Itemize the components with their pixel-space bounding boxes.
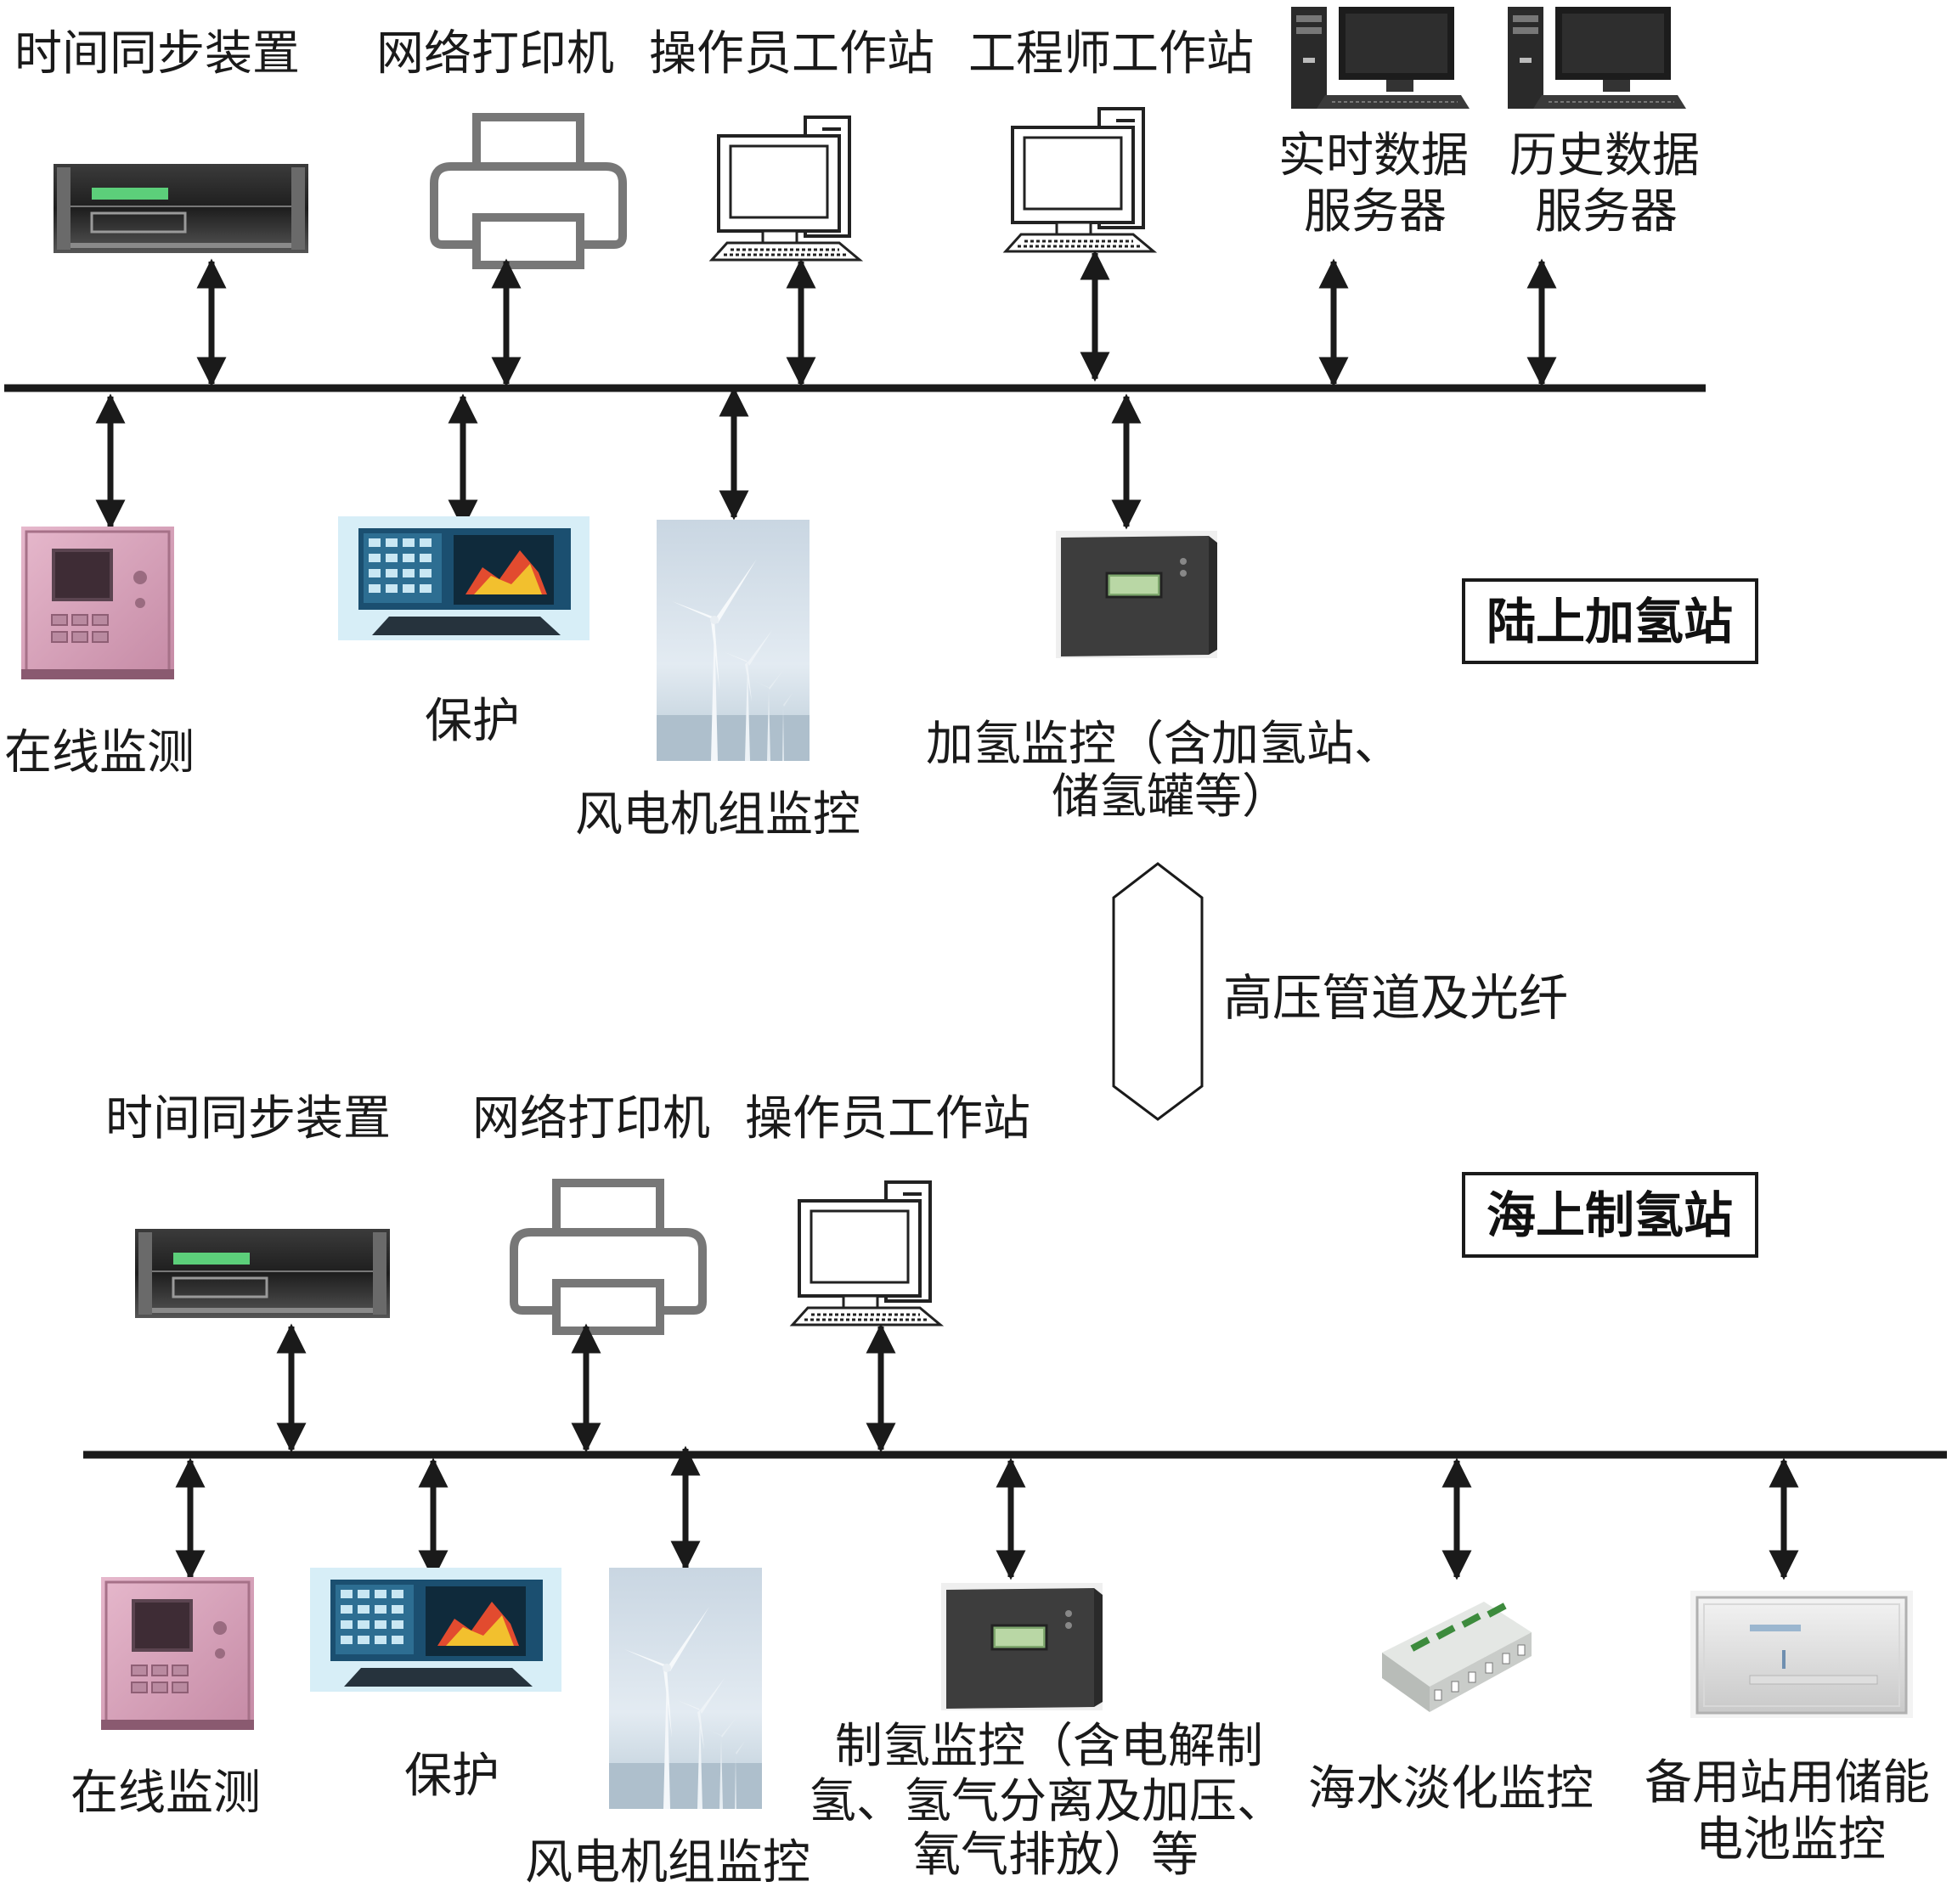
onshore-printer-label: 网络打印机 [376,26,614,82]
offshore-protection-label: 保护 [404,1749,499,1804]
offshore-online-monitor-icon [99,1575,256,1732]
onshore-h2-refuel-label-2: 储氢罐等） [1052,769,1289,825]
offshore-battery-label-1: 备用站用储能 [1645,1755,1930,1811]
offshore-battery-monitor-icon [1689,1589,1915,1720]
onshore-h2-controller-icon [1054,529,1219,660]
offshore-printer-icon [514,1183,702,1331]
onshore-online-monitor-label: 在线监测 [4,725,195,780]
onshore-station-box [1462,578,1758,664]
onshore-engineer-ws-icon [1004,107,1155,253]
offshore-operator-ws-icon [791,1180,942,1327]
offshore-desal-label: 海水淡化监控 [1308,1761,1594,1817]
onshore-station-label: 陆上加氢站 [1487,593,1733,651]
offshore-h2-prod-label-3: 氧气排放）等 [913,1828,1199,1883]
onshore-h2-refuel-label-1: 加氢监控（含加氢站、 [926,717,1402,772]
offshore-wind-monitor-label: 风电机组监控 [525,1835,810,1890]
onshore-wind-turbine-icon [657,520,810,761]
onshore-printer-icon [434,117,623,265]
offshore-time-sync-label: 时间同步装置 [105,1091,391,1146]
offshore-station-label: 海上制氢站 [1487,1186,1733,1244]
offshore-printer-label: 网络打印机 [472,1091,710,1146]
onshore-hist-server-icon [1507,6,1687,110]
onshore-time-sync-label: 时间同步装置 [14,26,300,82]
onshore-rt-server-label-1: 实时数据 [1278,128,1469,183]
onshore-operator-ws-label: 操作员工作站 [649,26,934,82]
pipeline-fiber-link-shape [1112,862,1204,1121]
offshore-protection-tester-icon [310,1568,561,1692]
onshore-online-monitor-icon [20,525,176,681]
offshore-battery-label-2: 电池监控 [1695,1812,1886,1867]
pipeline-fiber-link-label: 高压管道及光纤 [1223,969,1568,1027]
offshore-time-sync-device-icon [133,1227,392,1320]
onshore-hist-server-label-2: 服务器 [1535,184,1678,239]
onshore-protection-tester-icon [338,516,590,640]
offshore-wind-turbine-icon [609,1568,762,1809]
onshore-hist-server-label-1: 历史数据 [1509,128,1700,183]
onshore-rt-server-label-2: 服务器 [1304,184,1447,239]
onshore-engineer-ws-label: 工程师工作站 [968,26,1254,82]
offshore-online-monitor-label: 在线监测 [71,1766,261,1821]
onshore-wind-monitor-label: 风电机组监控 [575,787,860,842]
offshore-h2-prod-label-1: 制氢监控（含电解制 [835,1719,1263,1774]
offshore-h2-prod-label-2: 氢、氢气分离及加压、 [809,1774,1284,1829]
offshore-desal-device-icon [1381,1601,1532,1713]
offshore-h2-controller-icon [939,1581,1104,1712]
onshore-operator-ws-icon [710,115,861,262]
onshore-time-sync-device-icon [52,162,310,255]
offshore-station-box [1462,1172,1758,1258]
offshore-operator-ws-label: 操作员工作站 [745,1091,1030,1146]
onshore-protection-label: 保护 [425,694,520,749]
onshore-rt-server-icon [1290,6,1470,110]
